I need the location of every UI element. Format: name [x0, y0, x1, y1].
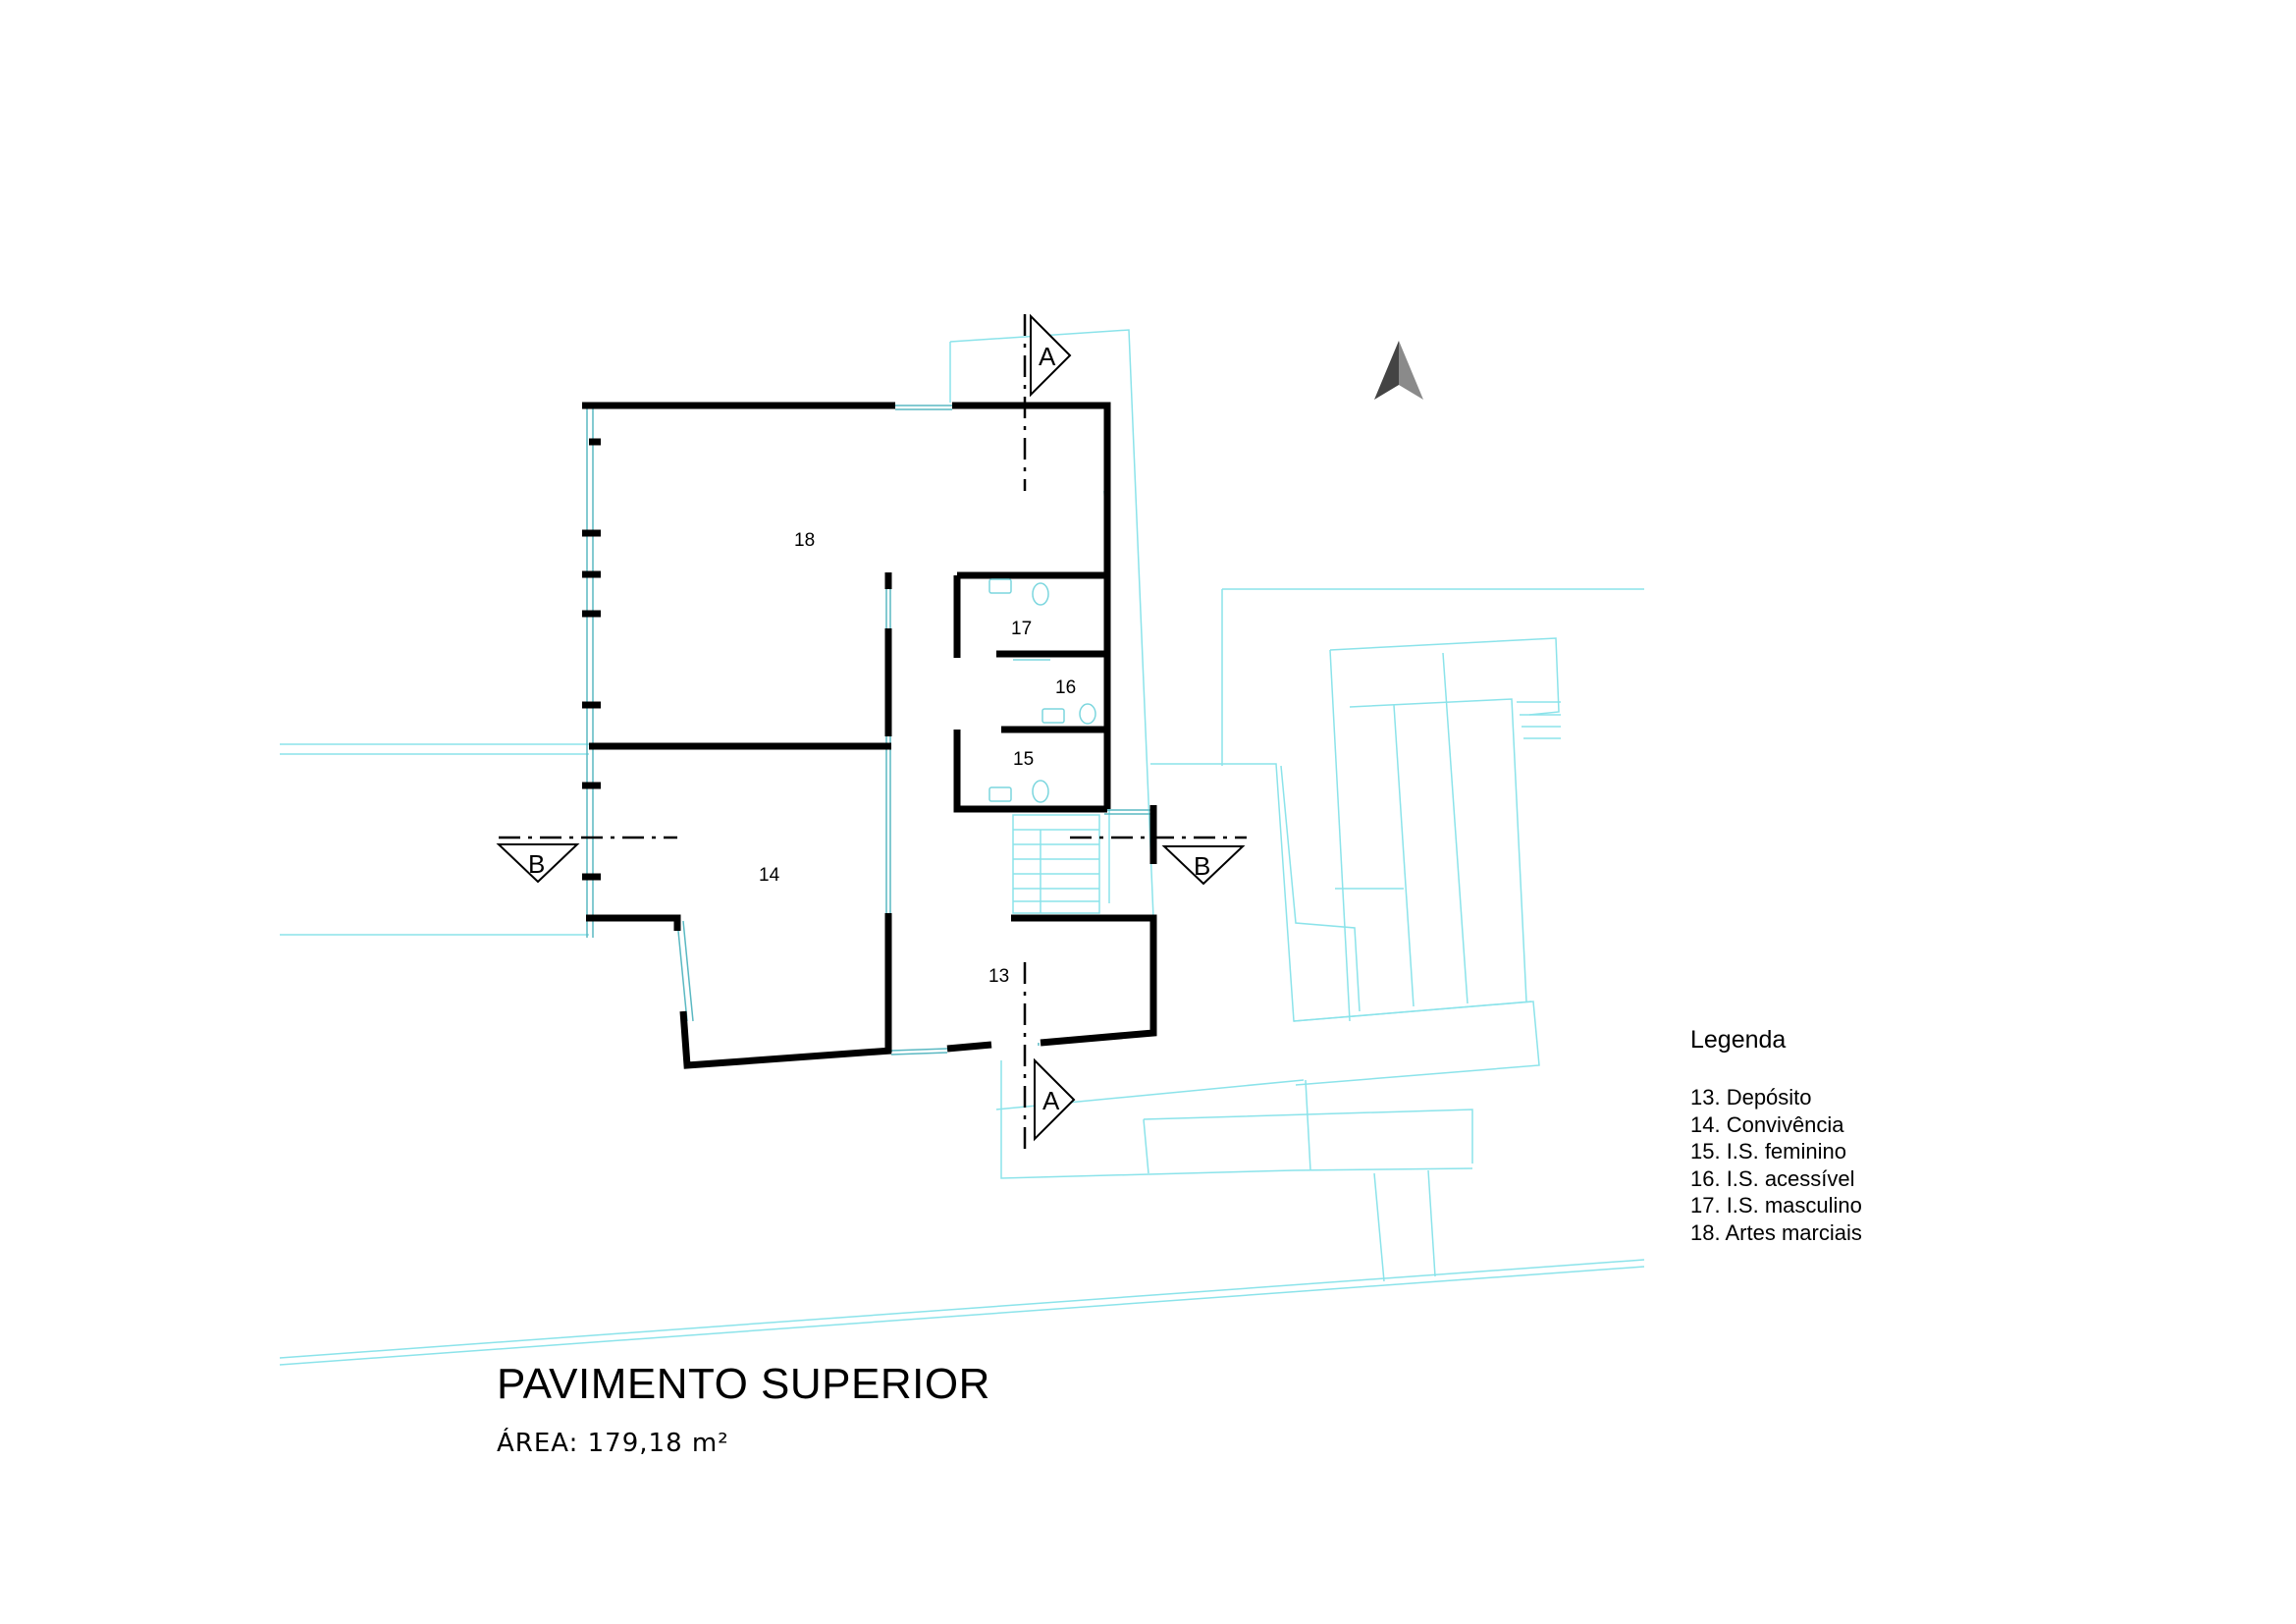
- legend-item: 17. I.S. masculino: [1690, 1193, 1862, 1218]
- legend-title: Legenda: [1690, 1026, 1787, 1054]
- room-label-14: 14: [759, 865, 780, 886]
- sink-fixture-17: [988, 578, 1012, 594]
- legend: Legenda 13. Depósito 14. Convivência 15.…: [1690, 1026, 1862, 1246]
- room-label-13: 13: [988, 966, 1009, 987]
- section-marker-a-top: A: [1030, 313, 1072, 398]
- section-marker-label: A: [1042, 1086, 1060, 1115]
- room-label-16: 16: [1055, 677, 1076, 698]
- walls: [582, 402, 1157, 1069]
- room-label-15: 15: [1013, 749, 1034, 770]
- sink-fixture-15: [988, 786, 1012, 802]
- section-marker-label: A: [1039, 342, 1056, 371]
- legend-item: 16. I.S. acessível: [1690, 1165, 1855, 1191]
- sink-fixture-16: [1041, 708, 1065, 724]
- section-marker-b-left: B: [496, 843, 580, 884]
- toilet-fixture-15: [1032, 780, 1049, 803]
- section-marker-label: B: [1194, 851, 1210, 881]
- toilet-fixture-17: [1032, 582, 1049, 606]
- room-label-18: 18: [794, 530, 815, 551]
- legend-item: 14. Convivência: [1690, 1111, 1844, 1137]
- site-context-lines: [279, 329, 1645, 1366]
- section-cut-lines: [499, 314, 1247, 1149]
- legend-item: 18. Artes marciais: [1690, 1219, 1862, 1245]
- area-label: ÁREA: 179,18 m²: [497, 1429, 729, 1458]
- legend-item: 15. I.S. feminino: [1690, 1139, 1846, 1164]
- legend-item: 13. Depósito: [1690, 1085, 1812, 1110]
- section-marker-a-bottom: A: [1034, 1057, 1076, 1142]
- section-marker-label: B: [528, 849, 545, 879]
- page-title: PAVIMENTO SUPERIOR: [497, 1360, 990, 1408]
- title-block: PAVIMENTO SUPERIOR ÁREA: 179,18 m²: [497, 1360, 990, 1458]
- sanitary-fixtures: [988, 578, 1096, 803]
- toilet-fixture-16: [1079, 703, 1096, 725]
- section-marker-b-right: B: [1161, 845, 1246, 886]
- north-arrow-icon: [1374, 341, 1423, 400]
- room-label-17: 17: [1011, 619, 1032, 639]
